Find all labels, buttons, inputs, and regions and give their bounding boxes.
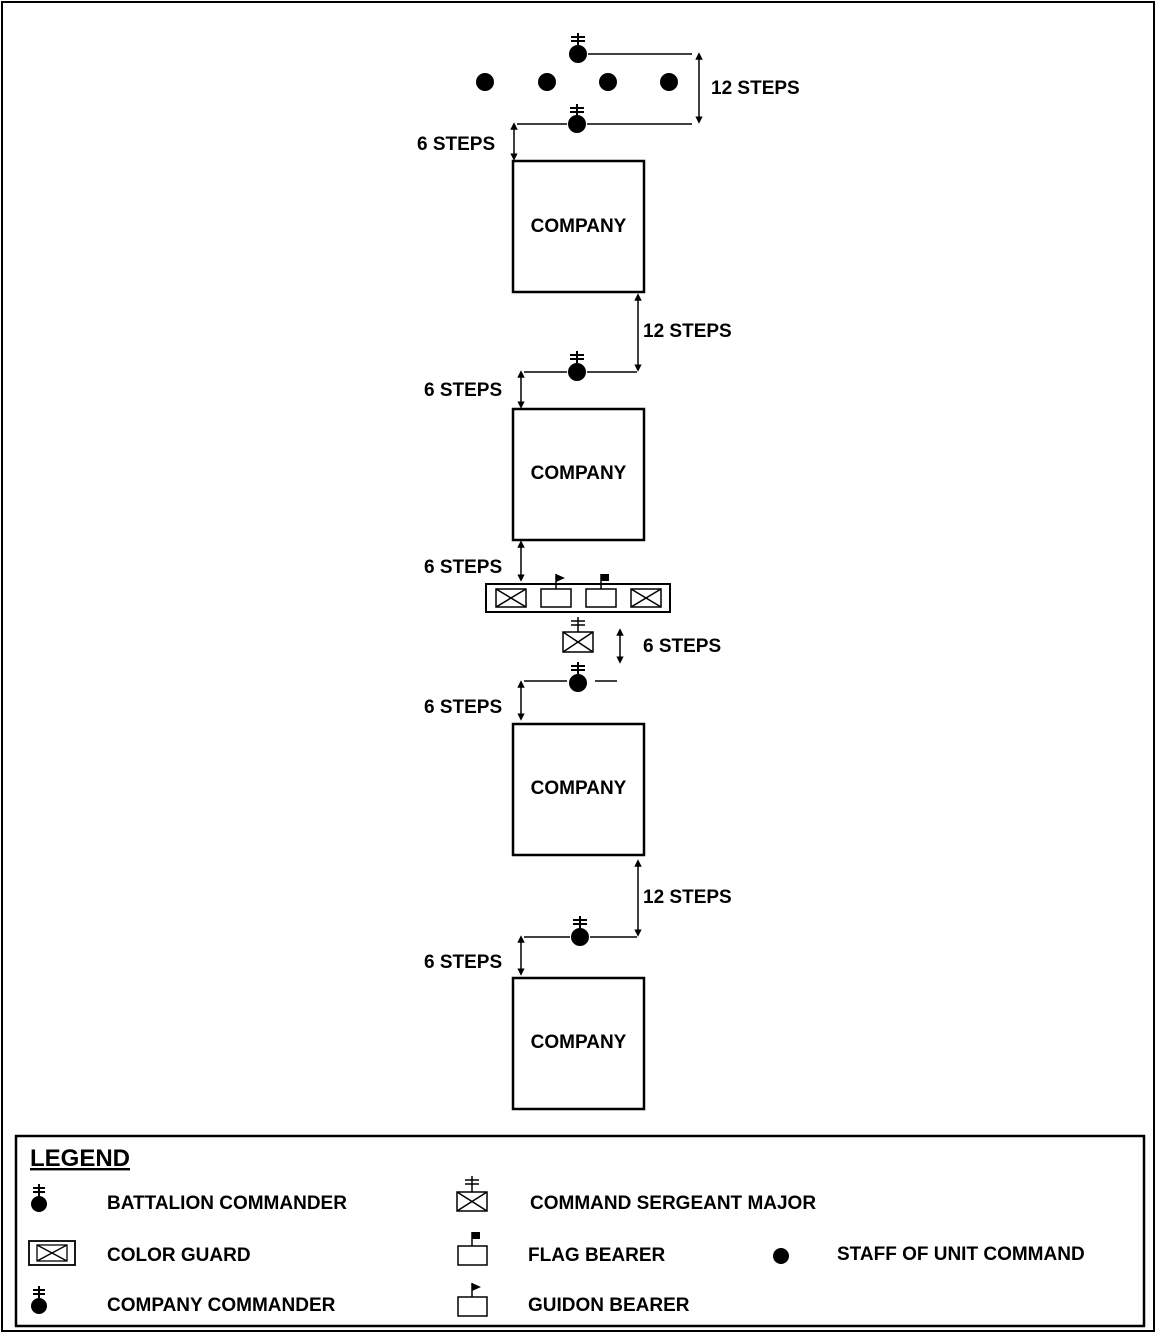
legend-title: LEGEND (30, 1145, 130, 1172)
steps-label: 6 STEPS (424, 952, 502, 973)
company-box (511, 159, 646, 294)
color-guard-icon (630, 588, 662, 608)
company-commander-icon (569, 662, 587, 692)
color-guard-icon (495, 588, 527, 608)
legend-item-label: COMPANY COMMANDER (107, 1295, 336, 1316)
steps-label: 6 STEPS (643, 636, 721, 657)
legend-item-label: FLAG BEARER (528, 1245, 666, 1266)
legend-item-label: COLOR GUARD (107, 1245, 251, 1266)
legend-item-label: STAFF OF UNIT COMMAND (837, 1244, 1085, 1265)
command-sergeant-major-icon (562, 617, 594, 653)
company-label: COMPANY (531, 778, 627, 799)
flag-bearer-icon (585, 574, 617, 608)
company-box (511, 976, 646, 1111)
color-guard-row (485, 574, 671, 613)
legend-item-label: COMMAND SERGEANT MAJOR (530, 1193, 816, 1214)
company-box (511, 722, 646, 857)
steps-label: 6 STEPS (424, 557, 502, 578)
company-commander-icon (571, 916, 589, 946)
company-commander-icon (31, 1286, 47, 1314)
legend-item-label: GUIDON BEARER (528, 1295, 690, 1316)
staff-of-unit-command-icon (538, 73, 556, 91)
steps-label: 12 STEPS (643, 321, 732, 342)
legend: LEGEND BATTALION COMMANDER COMMAND SERGE… (14, 1134, 1146, 1328)
company-label: COMPANY (531, 1032, 627, 1053)
company-box (511, 407, 646, 542)
company-commander-icon (568, 351, 586, 381)
steps-label: 6 STEPS (424, 697, 502, 718)
staff-of-unit-command-icon (599, 73, 617, 91)
steps-label: 6 STEPS (424, 380, 502, 401)
color-guard-icon (28, 1240, 76, 1266)
staff-of-unit-command-icon (773, 1248, 789, 1264)
steps-label: 12 STEPS (643, 887, 732, 908)
company-commander-icon (568, 104, 586, 133)
staff-of-unit-command-icon (476, 73, 494, 91)
battalion-commander-icon (569, 33, 587, 63)
company-label: COMPANY (531, 216, 627, 237)
legend-item-label: BATTALION COMMANDER (107, 1193, 347, 1214)
guidon-bearer-icon (457, 1283, 488, 1317)
flag-bearer-icon (457, 1232, 488, 1266)
company-label: COMPANY (531, 463, 627, 484)
steps-label: 6 STEPS (417, 134, 495, 155)
command-sergeant-major-icon (456, 1176, 488, 1212)
staff-of-unit-command-icon (660, 73, 678, 91)
steps-label: 12 STEPS (711, 78, 800, 99)
battalion-commander-icon (31, 1184, 47, 1212)
guidon-bearer-icon (540, 574, 572, 608)
